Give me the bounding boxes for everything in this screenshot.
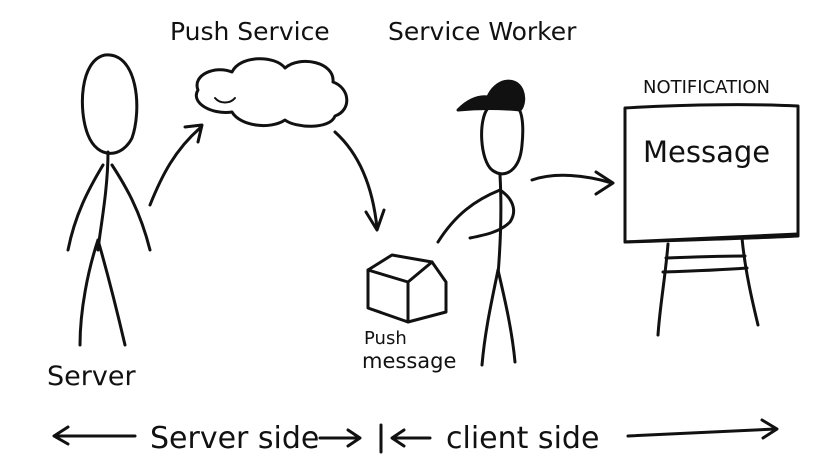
arrow-head-push-service-to-message — [364, 208, 386, 232]
axis-server-side-arrow-head — [346, 428, 362, 448]
notification-message-label: Message — [643, 135, 770, 169]
server-figure — [66, 53, 152, 347]
push-message-label-line2: message — [362, 349, 456, 373]
easel-left-leg — [656, 242, 670, 337]
server-left-arm — [66, 163, 105, 252]
axis-client-side-arrow-head — [390, 428, 406, 448]
service-worker-right-arm — [468, 188, 516, 240]
server-head — [80, 53, 139, 155]
push-service-cloud — [194, 57, 349, 128]
easel-crossbar-bottom — [661, 266, 749, 274]
notification-board-edge — [623, 232, 800, 244]
client-side-label: client side — [446, 421, 599, 456]
notification-board — [623, 103, 800, 244]
axis-left-arrow-head — [52, 425, 70, 446]
notification-easel — [623, 103, 800, 337]
push-service-label: Push Service — [170, 17, 330, 46]
notification-label: NOTIFICATION — [643, 77, 770, 98]
server-right-arm — [110, 163, 152, 252]
easel-right-leg — [740, 236, 760, 327]
easel-crossbar-top — [664, 254, 747, 260]
server-client-axis — [52, 418, 779, 454]
server-right-leg — [96, 238, 127, 347]
arrow-service-worker-to-notification — [530, 173, 614, 185]
push-message-box-top — [366, 253, 434, 284]
service-worker-left-arm — [436, 188, 502, 244]
service-worker-left-leg — [480, 268, 500, 367]
service-worker-right-leg — [496, 268, 517, 364]
service-worker-head — [480, 106, 525, 176]
service-worker-cap — [456, 79, 526, 112]
push-service-cloud-detail — [214, 97, 236, 104]
server-label: Server — [47, 361, 136, 392]
push-message-box — [366, 253, 448, 324]
push-message-box-front — [366, 268, 410, 324]
service-worker-label: Service Worker — [388, 17, 577, 46]
service-worker-figure — [436, 79, 526, 367]
arrow-push-service-to-message — [333, 130, 379, 230]
arrow-head-service-worker-to-notification — [594, 170, 615, 196]
axis-right-arrow-line — [626, 427, 777, 438]
arrow-server-to-push-service — [148, 126, 202, 207]
server-side-label: Server side — [150, 421, 319, 456]
arrow-head-server-to-push-service — [183, 123, 204, 144]
axis-right-arrow-head — [760, 418, 779, 440]
server-left-leg — [78, 238, 100, 347]
push-message-box-side — [406, 260, 448, 324]
push-message-label-line1: Push — [364, 328, 407, 349]
